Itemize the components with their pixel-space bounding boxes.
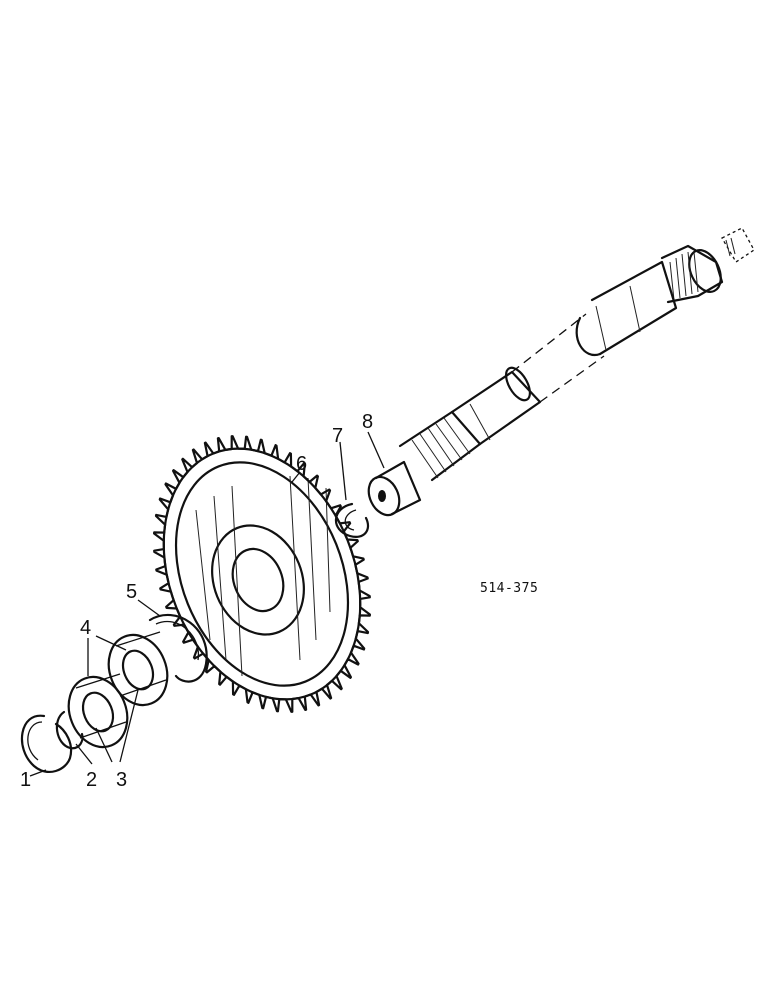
callout-1: 1: [20, 769, 31, 791]
gear-teeth: [153, 435, 371, 713]
snap-ring: [334, 502, 370, 538]
callout-4: 4: [80, 617, 91, 639]
snap-ring: [148, 613, 208, 683]
callout-7: 7: [332, 425, 343, 447]
bearing: [67, 673, 129, 749]
callout-3: 3: [116, 769, 127, 791]
gear: [153, 435, 371, 713]
callout-6: 6: [296, 453, 307, 475]
leader-lines: [29, 431, 385, 777]
callout-8: 8: [362, 411, 373, 433]
shaft: [367, 227, 755, 517]
bearing: [107, 631, 169, 707]
reference-code: 514-375: [480, 581, 538, 596]
callout-2: 2: [86, 769, 97, 791]
callout-5: 5: [126, 581, 137, 603]
callouts: 1 2 3 4 5 6 7 8: [20, 411, 373, 791]
snap-ring: [20, 714, 73, 774]
